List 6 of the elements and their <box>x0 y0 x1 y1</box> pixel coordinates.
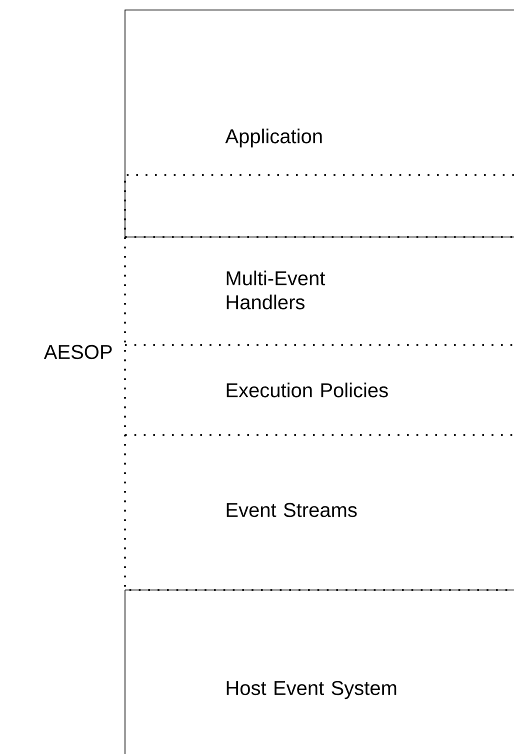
layer-band: Event Streams <box>125 434 514 518</box>
layer-band: Execution Policies <box>125 344 514 398</box>
layer-box: Host Event System <box>124 590 514 754</box>
region-label: AESOP <box>44 344 112 360</box>
layer-box: Application <box>124 10 514 238</box>
layer-band: Multi-Event Handlers <box>125 236 514 310</box>
